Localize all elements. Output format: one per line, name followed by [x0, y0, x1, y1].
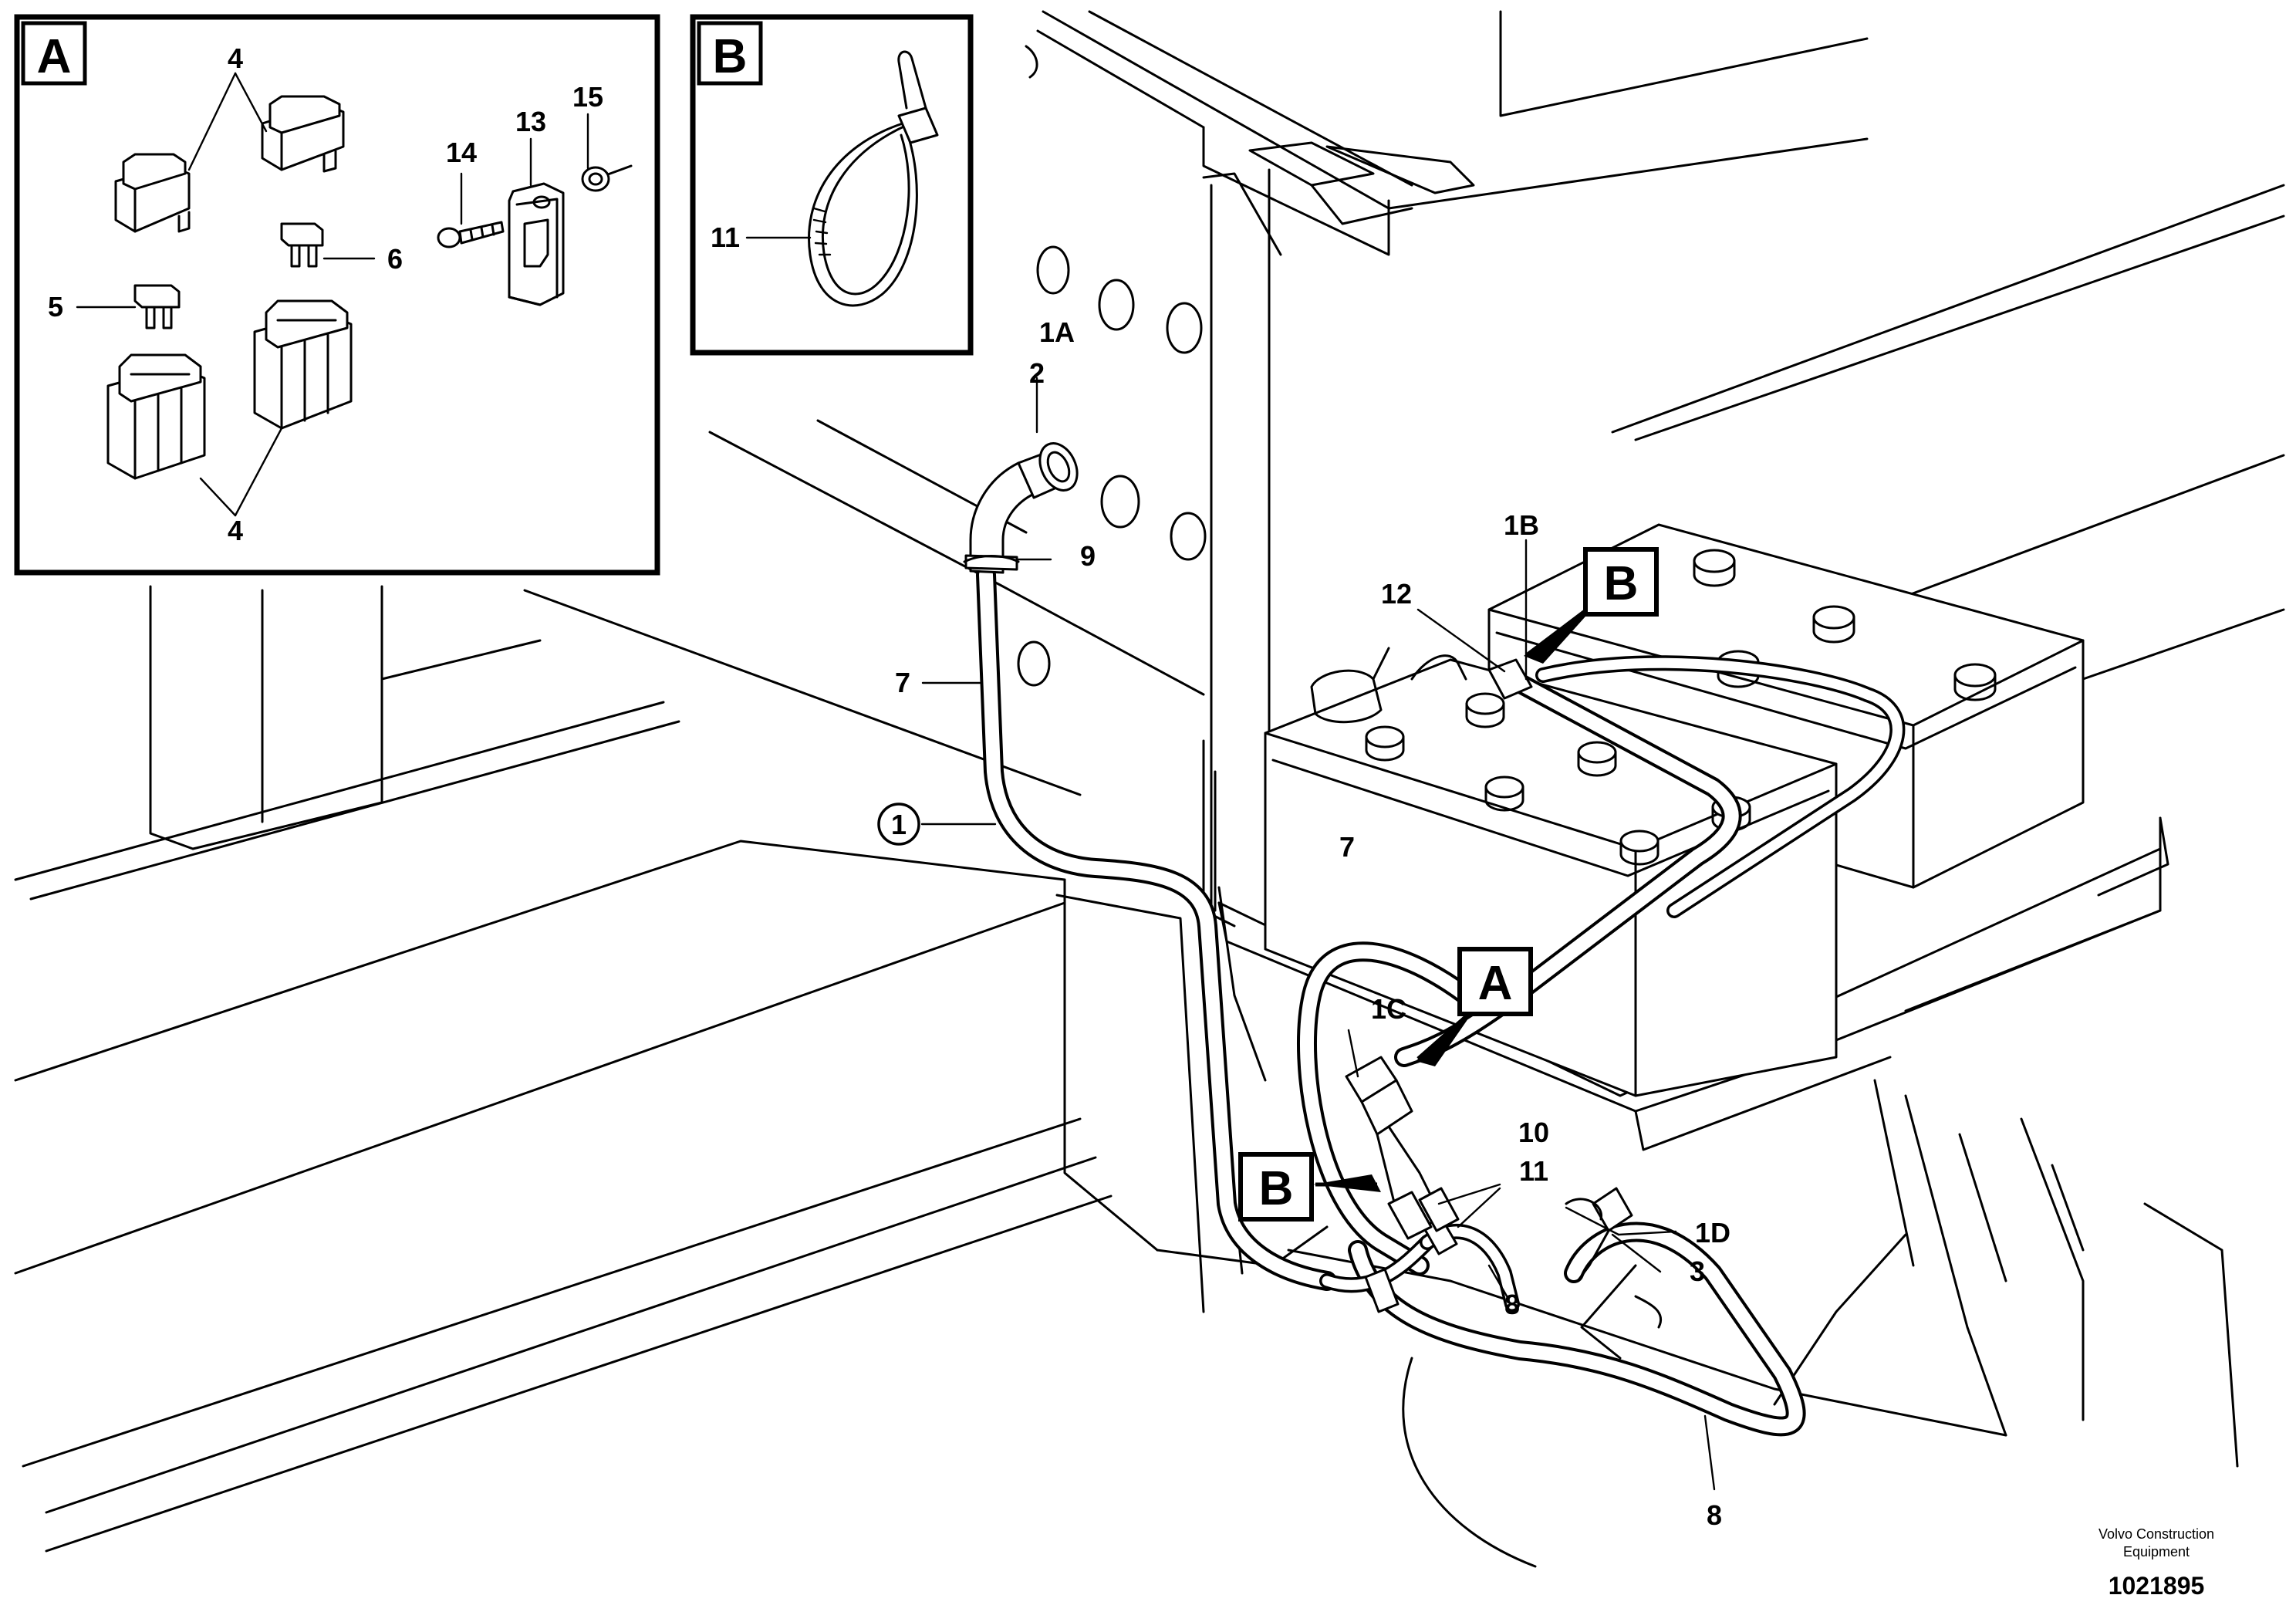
inset-b-title: B [713, 30, 748, 83]
nut-15 [581, 164, 633, 192]
inset-a-label-4-top: 4 [228, 42, 243, 74]
label-1b: 1B [1504, 509, 1539, 541]
label-7-lower: 7 [1339, 831, 1355, 863]
inset-a-label-15: 15 [572, 81, 603, 113]
machine-structure [14, 10, 2285, 1568]
callout-a-mid: A [1416, 947, 1533, 1066]
label-9: 9 [1080, 540, 1096, 572]
label-12: 12 [1381, 578, 1412, 610]
credit-line-2: Equipment [2123, 1544, 2190, 1559]
label-8-bottom: 8 [1707, 1499, 1722, 1531]
fuse-holder-right [253, 299, 353, 430]
fuse-5 [133, 284, 181, 329]
label-1c: 1C [1371, 993, 1406, 1025]
inset-a-label-14: 14 [446, 137, 477, 168]
label-10: 10 [1518, 1117, 1549, 1148]
screw-14 [437, 221, 505, 248]
relay-socket-left [114, 153, 191, 233]
callout-b-top: B [1524, 547, 1659, 664]
inset-b-panel: B 11 [690, 14, 974, 356]
credit-line-1: Volvo Construction [2098, 1526, 2214, 1542]
label-1d: 1D [1695, 1217, 1730, 1249]
inset-a-label-5: 5 [48, 291, 63, 323]
inset-a-title: A [37, 30, 72, 83]
label-11: 11 [1519, 1155, 1548, 1187]
footer: Volvo Construction Equipment 1021895 [2098, 1526, 2214, 1600]
callout-b-lower-letter: B [1259, 1162, 1294, 1215]
holder-13 [508, 182, 565, 306]
label-8-mid: 8 [1504, 1289, 1520, 1320]
inset-b-label-11: 11 [711, 221, 740, 253]
callout-b-top-letter: B [1604, 557, 1639, 610]
callout-b-lower: B [1238, 1152, 1381, 1222]
label-2: 2 [1029, 357, 1045, 389]
main-labels: 1A 2 9 7 1 1B 12 7 1C 10 11 1D 3 8 8 [877, 316, 1730, 1531]
label-1a: 1A [1039, 316, 1075, 348]
fuse-6 [280, 222, 324, 268]
inset-a-panel: A [14, 14, 660, 576]
callout-a-mid-letter: A [1478, 957, 1513, 1010]
label-3: 3 [1690, 1255, 1705, 1287]
label-1-circled: 1 [891, 809, 907, 840]
fuse-holder-left [106, 353, 206, 480]
label-7-upper: 7 [895, 667, 910, 698]
inset-a-label-4-bottom: 4 [228, 515, 243, 546]
main-leader-lines [920, 377, 1716, 1491]
inset-a-label-6: 6 [387, 243, 403, 275]
cable-tie-icon [808, 50, 939, 307]
inset-a-label-13: 13 [515, 106, 546, 137]
relay-socket-right [261, 95, 345, 173]
document-number: 1021895 [2109, 1572, 2205, 1600]
circled-1-marker [877, 803, 920, 846]
